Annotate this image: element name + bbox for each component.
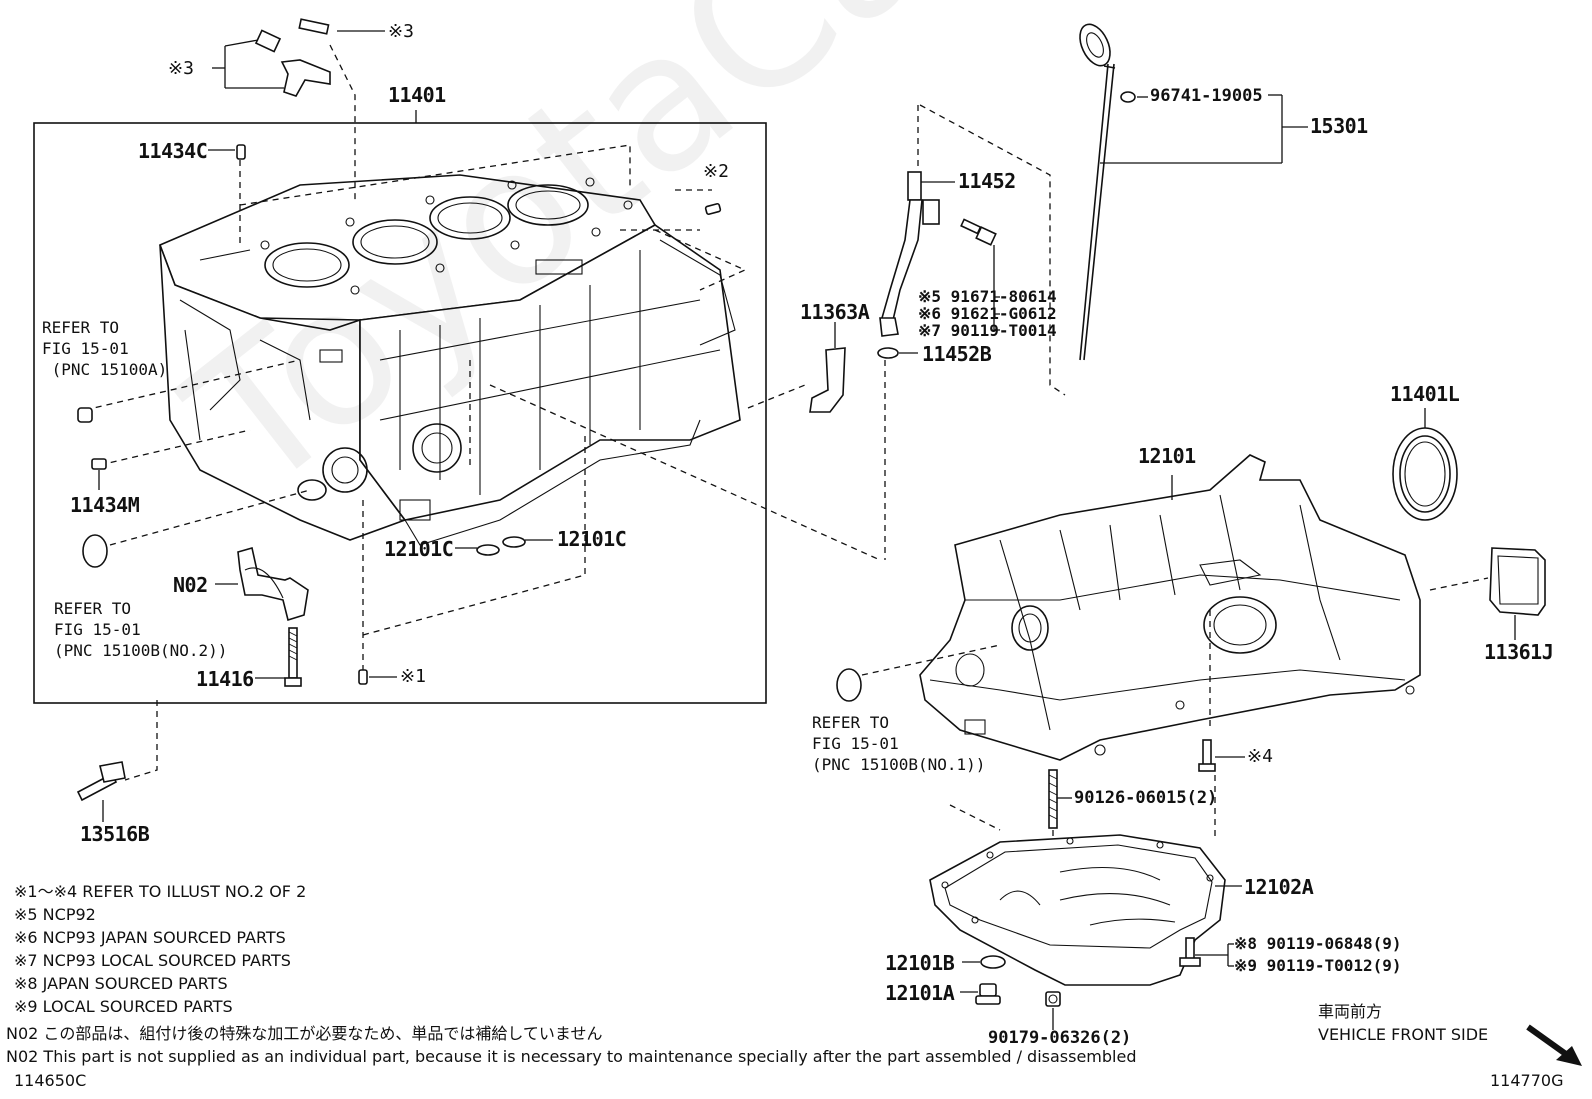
pan-bolt-mark8-9 [1179,937,1201,967]
oil-pan-upper-12101 [919,454,1421,761]
label-11434m[interactable]: 11434M [70,493,140,517]
o-ring-right [836,668,862,702]
label-11452b[interactable]: 11452B [922,342,992,366]
nut-90179 [1045,991,1061,1007]
label-90179-06326[interactable]: 90179-06326(2) [988,1028,1132,1048]
note-line-6: ※9 LOCAL SOURCED PARTS [14,997,233,1016]
note-line-4: ※7 NCP93 LOCAL SOURCED PARTS [14,951,291,970]
label-mark3-top[interactable]: ※3 [388,21,414,42]
label-mark5[interactable]: ※5 91671-80614 [918,287,1057,306]
oil-dipstick-15301 [1079,23,1116,361]
illustration-code-left: 114650C [14,1071,87,1090]
pipe-13516b [76,761,126,802]
strainer-bolt [960,218,997,246]
label-11416[interactable]: 11416 [196,667,254,691]
note-line-3: ※6 NCP93 JAPAN SOURCED PARTS [14,928,286,947]
pan-bolt-mark4 [1198,739,1216,772]
oil-strainer-tube-11452 [879,171,940,337]
vehicle-front-arrow-icon [1526,1024,1582,1066]
union-fitting-part [254,29,331,97]
label-12102a[interactable]: 12102A [1244,875,1314,899]
label-96741-19005[interactable]: 96741-19005 [1150,86,1263,106]
gasket-11452b [877,347,899,359]
cylinder-block-group-frame [33,122,767,704]
refer-fig-15-01-pnc-15100b-no2[interactable]: REFER TO FIG 15-01 (PNC 15100B(NO.2)) [54,599,228,660]
label-n02[interactable]: N02 [173,573,208,597]
label-12101a[interactable]: 12101A [885,981,955,1005]
note-n02-english: N02 This part is not supplied as an indi… [6,1047,1137,1066]
stud-bolt-part [298,18,330,35]
drain-gasket-12101b [980,955,1006,969]
dowel-pin-11434m-upper [77,407,93,423]
label-11363a[interactable]: 11363A [800,300,870,324]
o-ring-left [82,534,108,568]
bearing-cap-bolt-11416 [284,627,302,687]
refer-fig-15-01-pnc-15100a[interactable]: REFER TO FIG 15-01 (PNC 15100A) [42,318,168,379]
label-mark9[interactable]: ※9 90119-T0012(9) [1234,956,1402,975]
cover-11361j [1489,547,1546,616]
illustration-code-right: 114770G [1490,1071,1564,1090]
label-mark1[interactable]: ※1 [400,666,426,687]
label-15301[interactable]: 15301 [1310,114,1368,138]
label-12101[interactable]: 12101 [1138,444,1196,468]
label-12101c-b[interactable]: 12101C [557,527,627,551]
vehicle-front-jp: 車両前方 [1318,1002,1383,1021]
label-mark7[interactable]: ※7 90119-T0014 [918,321,1057,340]
label-mark4[interactable]: ※4 [1247,746,1273,767]
pin-mark2 [704,202,722,216]
note-line-5: ※8 JAPAN SOURCED PARTS [14,974,228,993]
cylinder-block-illustration [158,174,741,546]
label-11361j[interactable]: 11361J [1484,640,1554,664]
o-ring-12101c-b [502,536,526,548]
bearing-cap-n02 [237,546,309,622]
dowel-pin-11434m-lower [91,458,107,470]
note-line-2: ※5 NCP92 [14,905,96,924]
note-line-1: ※1～※4 REFER TO ILLUST NO.2 OF 2 [14,882,307,901]
dowel-pin-11434c [236,144,246,160]
oil-seal-11401l [1392,427,1458,521]
label-13516b[interactable]: 13516B [80,822,150,846]
o-ring-12101c-a [476,544,500,556]
label-mark6[interactable]: ※6 91621-G0612 [918,304,1057,323]
dipstick-o-ring [1120,91,1136,103]
label-90126-06015[interactable]: 90126-06015(2) [1074,788,1218,808]
note-n02-japanese: N02 この部品は、組付け後の特殊な加工が必要なため、単品では補給していません [6,1024,603,1043]
label-mark2[interactable]: ※2 [703,161,729,182]
label-mark8[interactable]: ※8 90119-06848(9) [1234,934,1402,953]
oil-baffle-11363a [809,347,846,413]
label-11401l[interactable]: 11401L [1390,382,1460,406]
stud-90126 [1048,769,1058,829]
label-12101c-a[interactable]: 12101C [384,537,454,561]
refer-fig-15-01-pnc-15100b-no1[interactable]: REFER TO FIG 15-01 (PNC 15100B(NO.1)) [812,713,986,774]
label-12101b[interactable]: 12101B [885,951,955,975]
drain-plug-12101a [975,983,1001,1005]
label-11434c[interactable]: 11434C [138,139,208,163]
label-11452[interactable]: 11452 [958,169,1016,193]
pin-mark1 [358,669,368,685]
vehicle-front-en: VEHICLE FRONT SIDE [1318,1025,1489,1044]
label-11401[interactable]: 11401 [388,83,446,107]
label-mark3-left[interactable]: ※3 [168,58,194,79]
notes-block: ※1～※4 REFER TO ILLUST NO.2 OF 2 ※5 NCP92… [14,880,306,1018]
